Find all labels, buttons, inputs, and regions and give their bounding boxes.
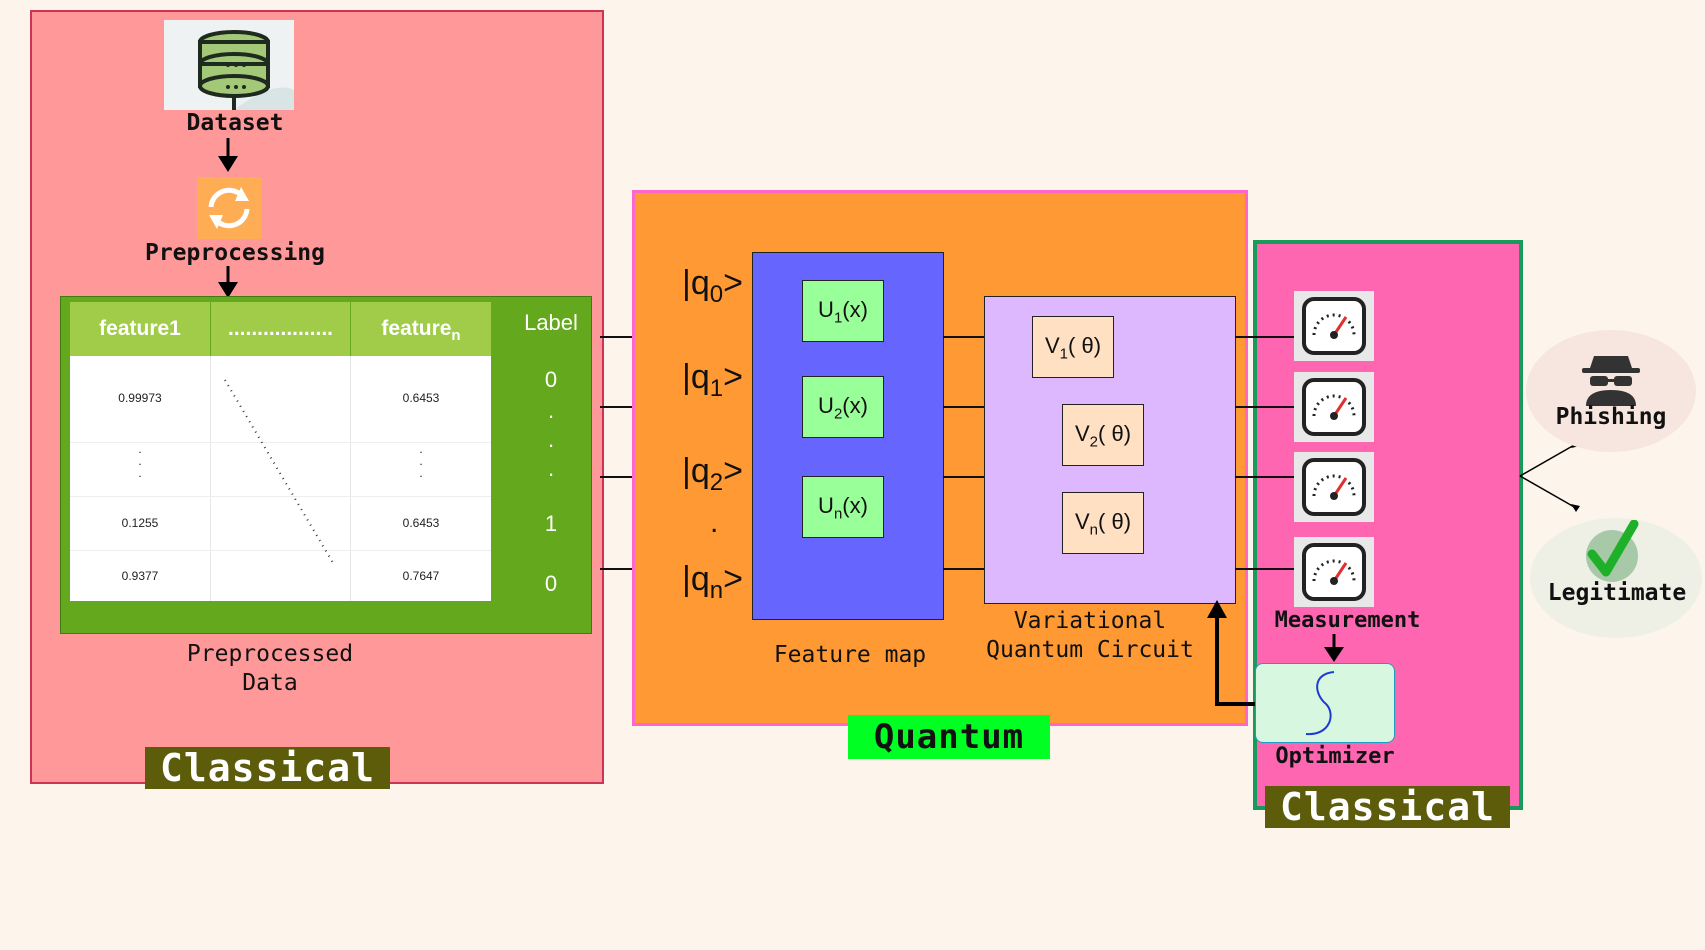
- output-arrows: [1519, 440, 1580, 512]
- label-r4: 0: [544, 571, 558, 596]
- preprocessing-label: Preprocessing: [144, 240, 325, 266]
- wire-q2-in: [600, 476, 632, 478]
- cell-f1-r2: ...: [138, 442, 142, 480]
- u1-gate: U1(x): [802, 280, 884, 342]
- feature-map-label: Feature map: [773, 642, 927, 668]
- wire-qn-out: [1235, 568, 1295, 570]
- cell-fn-r3: 0.6453: [402, 516, 440, 530]
- gauge-icon: [1294, 452, 1374, 522]
- cell-fn-r4: 0.7647: [402, 569, 440, 583]
- gauge-icon: [1294, 291, 1374, 361]
- row-divider: [70, 442, 491, 443]
- label-r2: ...: [547, 398, 555, 481]
- u2-gate: U2(x): [802, 376, 884, 438]
- cell-fn-r1: 0.6453: [402, 391, 440, 405]
- optimizer-label: Optimizer: [1275, 744, 1395, 769]
- label-r3: 1: [544, 511, 558, 536]
- v1-gate: V1( θ): [1032, 316, 1114, 378]
- cell-f1-r4: 0.9377: [121, 569, 159, 583]
- qubit-n-label: |qn>: [682, 560, 743, 604]
- checkmark-icon: [1578, 519, 1648, 584]
- row-divider: [70, 496, 491, 497]
- wire-qn-in: [600, 568, 632, 570]
- dataset-label: Dataset: [186, 110, 284, 136]
- preprocessed-data-label: Preprocessed Data: [186, 641, 354, 696]
- vn-gate: Vn( θ): [1062, 492, 1144, 554]
- arrow-down-icon: [1324, 634, 1344, 662]
- wire-qn-mid: [943, 568, 984, 570]
- cell-f1-r3: 0.1255: [121, 516, 159, 530]
- label-r1: 0: [544, 367, 558, 392]
- vqc-label: Variational Quantum Circuit: [986, 608, 1194, 663]
- measurement-label: Measurement: [1274, 608, 1421, 633]
- v2-gate: V2( θ): [1062, 404, 1144, 466]
- refresh-icon: [197, 177, 261, 239]
- qubit-1-label: |q1>: [682, 358, 743, 402]
- feedback-arrow: [1207, 600, 1255, 706]
- wire-q1-mid: [943, 406, 984, 408]
- wire-q2-out: [1235, 476, 1295, 478]
- database-icon: [164, 20, 294, 110]
- column-divider: [350, 356, 351, 601]
- classical-badge-left: Classical: [145, 747, 390, 789]
- wire-q2-mid: [943, 476, 984, 478]
- arrow-down-icon: [218, 138, 238, 172]
- gauge-icon: [1294, 372, 1374, 442]
- s-curve-icon: [1255, 663, 1395, 743]
- qubit-2-label: |q2>: [682, 452, 743, 496]
- spy-icon: [1576, 350, 1646, 406]
- legitimate-label: Legitimate: [1547, 580, 1687, 606]
- quantum-badge: Quantum: [848, 715, 1050, 759]
- qubit-0-label: |q0>: [682, 264, 743, 308]
- row-divider: [70, 550, 491, 551]
- diagonal-dots: [224, 379, 334, 564]
- table-body: [70, 356, 491, 601]
- gauge-icon: [1294, 537, 1374, 607]
- header-featuren: featuren: [351, 302, 491, 356]
- wire-q1-out: [1235, 406, 1295, 408]
- header-label: Label: [524, 310, 578, 335]
- wire-q0-out: [1235, 336, 1295, 338]
- wire-q1-in: [600, 406, 632, 408]
- cell-fn-r2: ...: [419, 442, 423, 480]
- header-dots: ..................: [211, 302, 350, 356]
- un-gate: Un(x): [802, 476, 884, 538]
- classical-badge-right: Classical: [1265, 786, 1510, 828]
- wire-q0-in: [600, 336, 632, 338]
- column-divider: [210, 356, 211, 601]
- wire-q0-mid: [943, 336, 984, 338]
- cell-f1-r1: 0.99973: [118, 391, 162, 405]
- phishing-label: Phishing: [1555, 404, 1667, 430]
- arrow-down-icon: [218, 266, 238, 298]
- header-feature1: feature1: [70, 302, 210, 356]
- qubit-ellipsis: .: [710, 506, 719, 539]
